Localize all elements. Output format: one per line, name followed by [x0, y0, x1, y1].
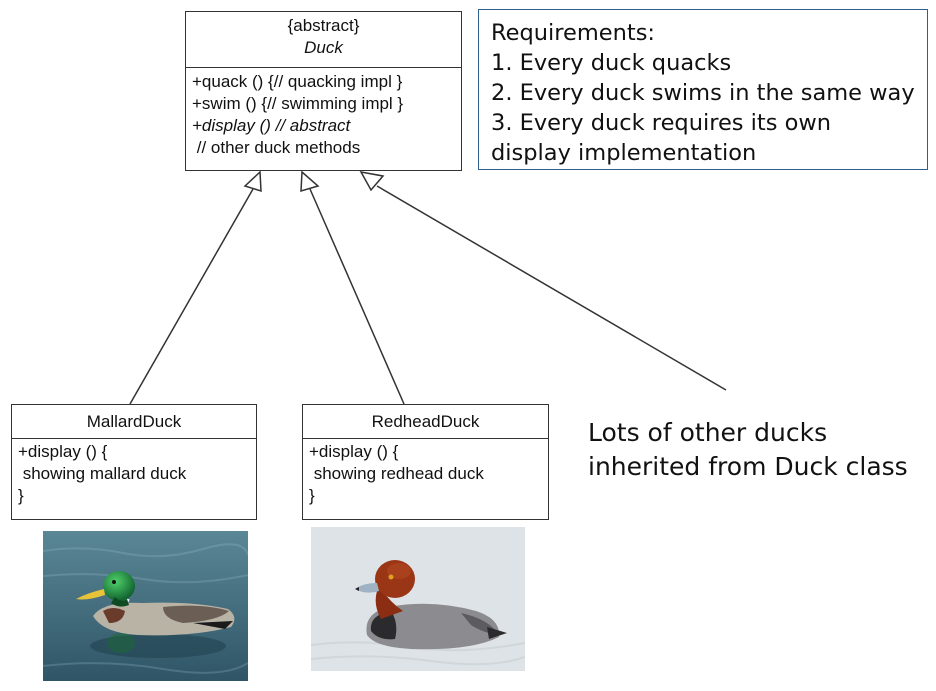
redhead-inherit-line	[309, 188, 405, 405]
duck-class-header: {abstract} Duck	[186, 12, 461, 68]
other-ducks-note: Lots of other ducks inherited from Duck …	[588, 416, 908, 484]
duck-member-quack: +quack () {// quacking impl }	[192, 72, 403, 91]
mallard-member-line: showing mallard duck	[18, 464, 187, 483]
mallard-class-name: MallardDuck	[12, 405, 256, 439]
duck-member-display: +display () // abstract	[192, 116, 351, 135]
mallard-generalization-arrowhead	[243, 170, 262, 193]
duck-class-name: Duck	[304, 38, 343, 57]
requirement-line: 3. Every duck requires its own	[491, 110, 832, 136]
mallard-class-members: +display () { showing mallard duck }	[12, 439, 256, 509]
requirement-line: 2. Every duck swims in the same way	[491, 80, 915, 106]
mallard-duck-class-box: MallardDuck +display () { showing mallar…	[11, 404, 257, 520]
requirements-title: Requirements:	[491, 20, 656, 46]
redhead-class-name: RedheadDuck	[303, 405, 548, 439]
duck-stereotype: {abstract}	[287, 16, 360, 35]
mallard-duck-photo	[43, 531, 248, 681]
redhead-generalization-arrowhead	[300, 170, 320, 193]
duck-class-members: +quack () {// quacking impl } +swim () {…	[186, 68, 461, 161]
requirement-line: 1. Every duck quacks	[491, 50, 732, 76]
duck-class-box: {abstract} Duck +quack () {// quacking i…	[185, 11, 462, 171]
redhead-member-line: +display () {	[309, 442, 399, 461]
redhead-class-members: +display () { showing redhead duck }	[303, 439, 548, 509]
redhead-duck-class-box: RedheadDuck +display () { showing redhea…	[302, 404, 549, 520]
redhead-member-line: }	[309, 486, 315, 505]
note-line: inherited from Duck class	[588, 452, 908, 481]
duck-member-swim: +swim () {// swimming impl }	[192, 94, 404, 113]
mallard-member-line: }	[18, 486, 24, 505]
others-generalization-arrowhead	[359, 170, 385, 192]
redhead-member-line: showing redhead duck	[309, 464, 484, 483]
mallard-member-line: +display () {	[18, 442, 108, 461]
requirement-line: display implementation	[491, 140, 757, 166]
duck-member-other: // other duck methods	[192, 138, 361, 157]
others-inherit-line	[376, 185, 727, 391]
note-line: Lots of other ducks	[588, 418, 828, 447]
redhead-duck-photo	[311, 527, 525, 671]
mallard-inherit-line	[129, 188, 254, 405]
requirements-box: Requirements: 1. Every duck quacks 2. Ev…	[478, 9, 928, 170]
